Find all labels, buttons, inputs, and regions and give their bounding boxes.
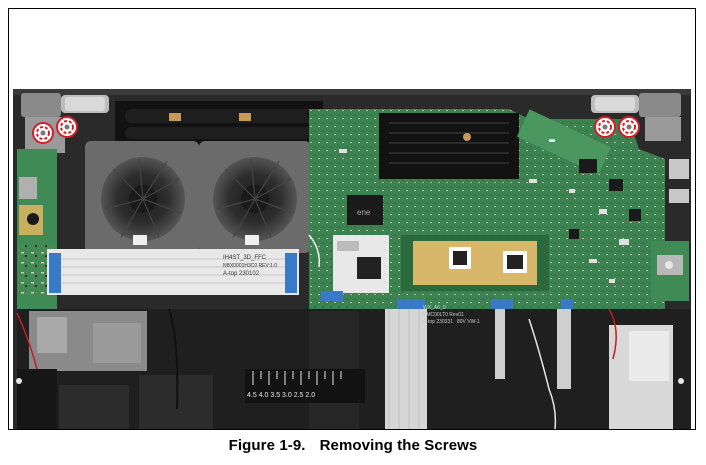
flex-cable-mid <box>385 309 427 429</box>
screw-marker-3 <box>594 116 616 138</box>
figure-caption: Figure 1-9. Removing the Screws <box>0 437 706 454</box>
laptop-photo-illustration: ene IH4ST_3D_FFC NBX0001H3C0 REV:1.0 A-t… <box>9 9 695 429</box>
svg-text:SMC00LT0 Rev01: SMC00LT0 Rev01 <box>423 312 464 318</box>
screw-marker-4 <box>618 116 640 138</box>
svg-text:IH4ST_3D_FFC: IH4ST_3D_FFC <box>223 255 267 261</box>
figure-number: Figure 1-9. <box>228 437 306 454</box>
svg-text:WX_A6_D: WX_A6_D <box>423 305 447 311</box>
svg-text:A-top 230102: A-top 230102 <box>223 271 260 277</box>
laptop-internals-photo: ene IH4ST_3D_FFC NBX0001H3C0 REV:1.0 A-t… <box>8 8 696 430</box>
svg-text:80V VW-1: 80V VW-1 <box>457 319 480 325</box>
ruler-flex <box>245 369 365 403</box>
svg-text:ene: ene <box>357 208 371 217</box>
figure-title: Removing the Screws <box>319 437 478 454</box>
screw-marker-2 <box>56 116 78 138</box>
svg-text:A-top 230331: A-top 230331 <box>423 319 453 325</box>
svg-text:NBX0001H3C0 REV:1.0: NBX0001H3C0 REV:1.0 <box>223 263 277 269</box>
screw-marker-1 <box>32 122 54 144</box>
ffc-ribbon <box>47 249 299 295</box>
ec-chip <box>347 195 383 225</box>
svg-text:4.5 4.0 3.5 3.0 2.5 2.0: 4.5 4.0 3.5 3.0 2.5 2.0 <box>247 392 315 399</box>
left-hinge <box>21 93 61 117</box>
